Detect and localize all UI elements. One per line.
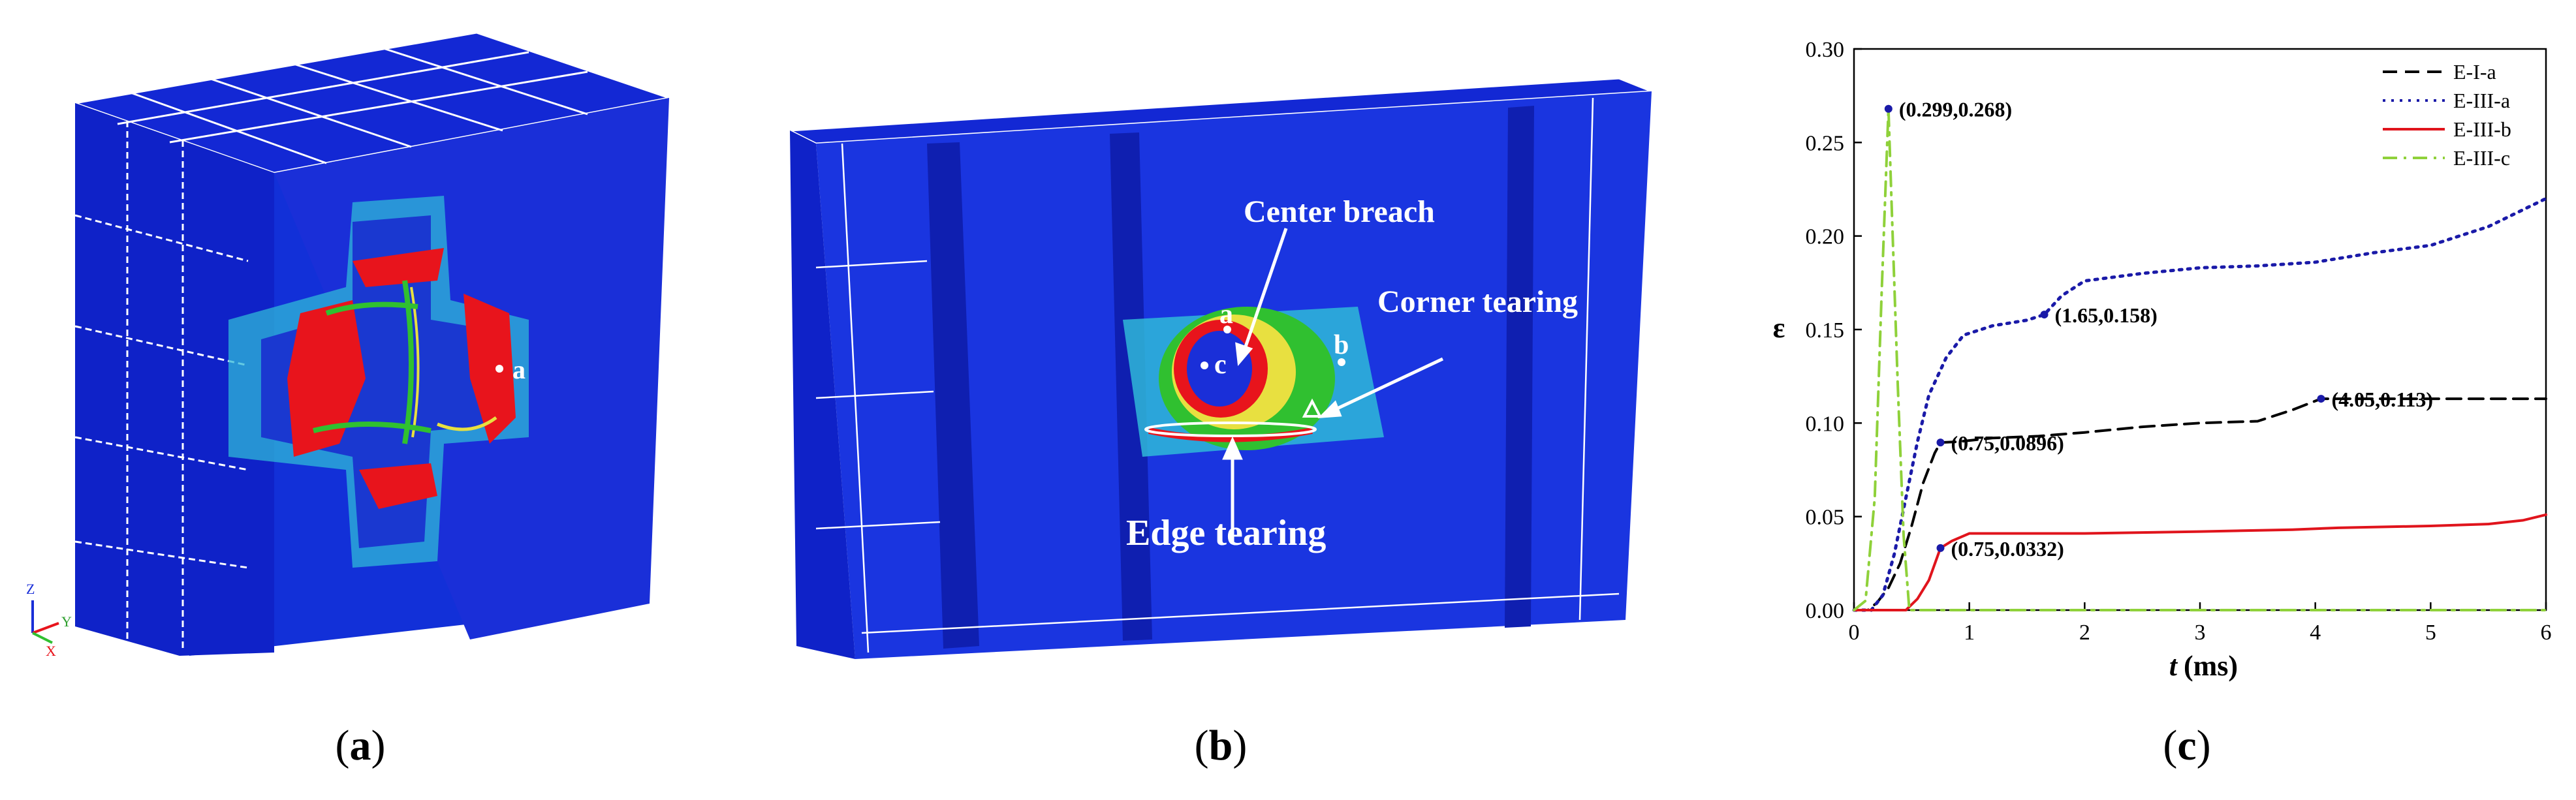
point-b-marker: [1338, 358, 1345, 366]
box-left-face: [75, 103, 274, 656]
panel-b-model-render: a c b Center breach Corner tearing Edge …: [786, 77, 1652, 659]
series-line-E-III-a: [1852, 196, 2548, 612]
annotation-label: (0.299,0.268): [1899, 98, 2012, 121]
point-c-label: c: [1214, 350, 1227, 380]
caption-c-letter: c: [2177, 722, 2197, 769]
damage-region-right: [463, 294, 516, 444]
axis-triad: Z Y X: [26, 581, 72, 659]
legend-label: E-III-a: [2453, 89, 2510, 112]
legend-label: E-I-a: [2453, 60, 2496, 84]
corner-tearing-label: Corner tearing: [1377, 285, 1578, 319]
damage-region-top: [353, 248, 444, 287]
axis-x-label: X: [46, 643, 56, 659]
x-axis-label-italic: t: [2169, 650, 2178, 682]
axis-z-label: Z: [26, 581, 35, 597]
panel-c-chart: 0 1 2 3 4 5 6 0.00 0.05 0.10 0.15 0.20 0.25 0.30 t(ms)…: [1763, 33, 2576, 692]
grid-lines-left: [74, 121, 249, 649]
caption-c: (c): [2163, 722, 2211, 769]
center-breach-label: Center breach: [1244, 194, 1435, 229]
x-tick-label: 2: [2079, 621, 2090, 645]
panel-a-model-render: a Z Y X: [26, 31, 673, 659]
y-tick-label: 0.25: [1806, 131, 1845, 155]
annotation-point: [1936, 438, 1945, 447]
corner-tearing-marker: [1302, 398, 1323, 418]
series-line-E-III-b: [1853, 513, 2547, 611]
legend-label: E-III-c: [2453, 146, 2510, 170]
y-tick-label: 0.20: [1806, 225, 1845, 249]
y-axis-label: ε: [1773, 312, 1785, 344]
point-b-label: b: [1334, 330, 1349, 360]
x-tick-label: 3: [2195, 621, 2206, 645]
x-axis-label-unit: (ms): [2184, 650, 2238, 682]
annotation-arrows: [1222, 228, 1444, 542]
y-tick-label: 0.30: [1806, 38, 1845, 62]
axis-y-label: Y: [61, 613, 72, 630]
edge-tearing-outline: [1144, 422, 1317, 437]
annotation-point: [2317, 395, 2325, 403]
y-tick-label: 0.10: [1806, 412, 1845, 436]
annotation-label: (0.75,0.0332): [1951, 537, 2064, 561]
x-tick-label: 0: [1849, 621, 1860, 645]
point-c-marker: [1201, 362, 1208, 369]
vertical-ribs: [927, 106, 1534, 649]
point-a-label: a: [512, 355, 526, 384]
panel-a-figure: a Z Y X: [13, 13, 718, 666]
grid-lines-top: [117, 48, 588, 164]
point-a-marker: [495, 365, 503, 373]
x-tick-label: 5: [2425, 621, 2436, 645]
grid-lines: [815, 97, 1620, 653]
strain-time-chart: 0 1 2 3 4 5 6 0.00 0.05 0.10 0.15 0.20 0.25 0.30 t(ms)…: [1773, 38, 2552, 682]
annotation-point: [1936, 544, 1945, 552]
x-tick-label: 1: [1964, 621, 1975, 645]
legend-label: E-III-b: [2453, 117, 2511, 141]
point-a-marker: [1223, 326, 1231, 333]
x-tick-label: 4: [2310, 621, 2321, 645]
caption-a: (a): [335, 722, 386, 769]
damage-region-bottom: [359, 463, 437, 509]
y-tick-label: 0.05: [1806, 506, 1845, 530]
inner-cross-core: [261, 215, 509, 548]
strain-streaks: [313, 280, 497, 444]
annotation-label: (0.75,0.0896): [1951, 431, 2064, 455]
caption-a-letter: a: [349, 722, 371, 769]
caption-b: (b): [1194, 722, 1248, 769]
series-line-E-I-a: [1853, 397, 2547, 611]
y-tick-label: 0.00: [1806, 599, 1845, 623]
annotation-label: (1.65,0.158): [2055, 303, 2158, 327]
annotation-label: (4.05,0.113): [2332, 388, 2434, 411]
center-breach-hole: [1187, 331, 1252, 407]
series-line-E-III-c: [1853, 108, 2547, 611]
edge-tearing-label: Edge tearing: [1126, 513, 1326, 553]
y-tick-label: 0.15: [1806, 318, 1845, 343]
damage-region-left: [287, 300, 366, 457]
point-a-label: a: [1219, 300, 1233, 330]
annotation-point: [1884, 104, 1893, 113]
caption-b-letter: b: [1208, 722, 1233, 769]
annotation-point: [2040, 311, 2049, 319]
panel-b-figure: a c b Center breach Corner tearing Edge …: [770, 72, 1658, 679]
x-tick-label: 6: [2541, 621, 2552, 645]
